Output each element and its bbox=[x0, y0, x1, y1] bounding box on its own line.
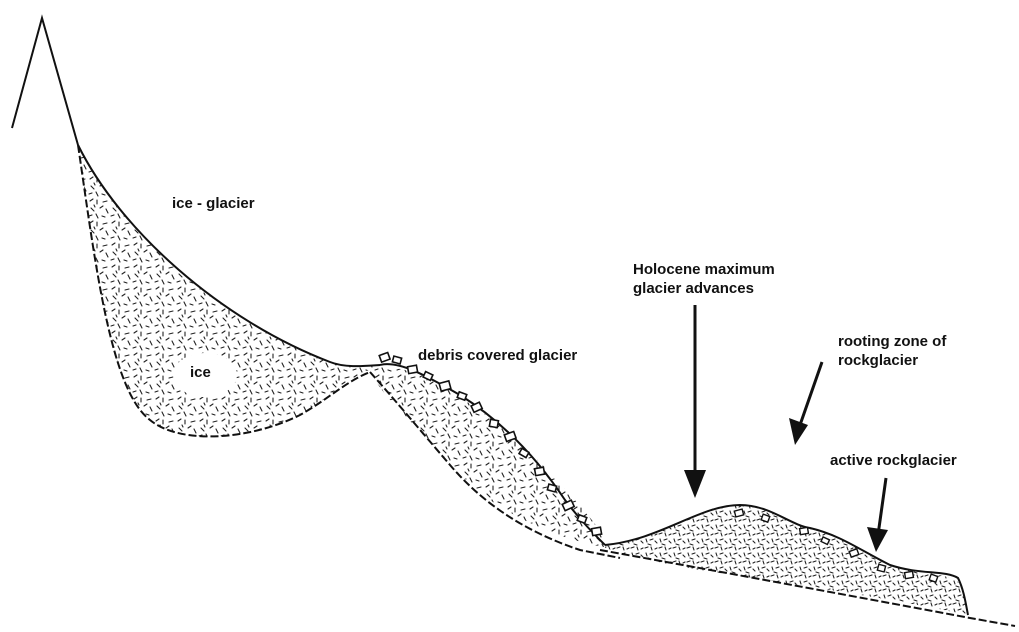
label-active-rockglacier: active rockglacier bbox=[830, 452, 957, 469]
label-holocene-line1: Holocene maximum bbox=[633, 261, 775, 278]
label-rooting-line1: rooting zone of bbox=[838, 333, 947, 350]
label-ice-glacier: ice - glacier bbox=[172, 195, 255, 212]
label-rooting-line2: rockglacier bbox=[838, 352, 918, 369]
active-arrow-shaft bbox=[878, 478, 886, 535]
mountain-peak-outline bbox=[12, 18, 78, 145]
label-ice: ice bbox=[190, 364, 211, 381]
label-debris-covered-glacier: debris covered glacier bbox=[418, 347, 577, 364]
rooting-arrow-head bbox=[789, 418, 808, 445]
rooting-arrow-shaft bbox=[800, 362, 822, 425]
debris-covered-tongue bbox=[370, 367, 610, 548]
label-holocene-line2: glacier advances bbox=[633, 280, 754, 297]
holocene-arrow-head bbox=[684, 470, 706, 498]
active-arrow-head bbox=[867, 527, 888, 552]
